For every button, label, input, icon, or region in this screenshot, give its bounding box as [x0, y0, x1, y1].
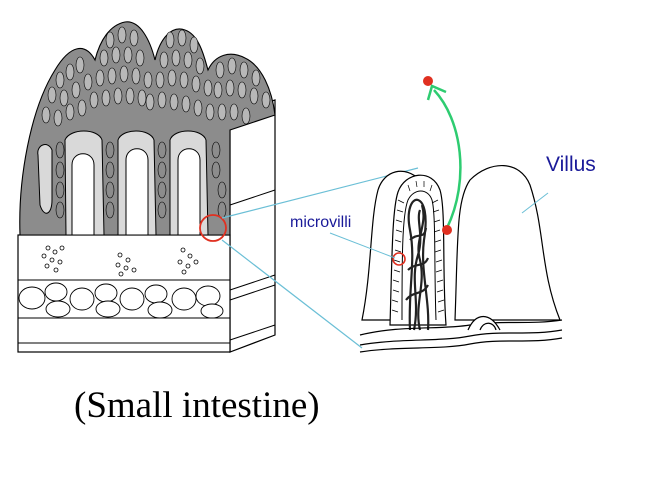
diagram-caption: (Small intestine)	[74, 385, 320, 426]
intestine-wall-block	[17, 21, 276, 353]
absorption-arrow	[423, 76, 462, 235]
villus-leader-line	[521, 192, 549, 214]
villus-highlight-circle	[199, 214, 227, 242]
microvilli-leader-line	[329, 232, 396, 259]
enlarged-villus	[359, 165, 563, 353]
microvilli-label: microvilli	[290, 214, 351, 231]
microvilli-highlight-circle	[392, 252, 406, 266]
zoom-leader-lines	[221, 167, 419, 349]
villus-label: Villus	[546, 153, 596, 176]
